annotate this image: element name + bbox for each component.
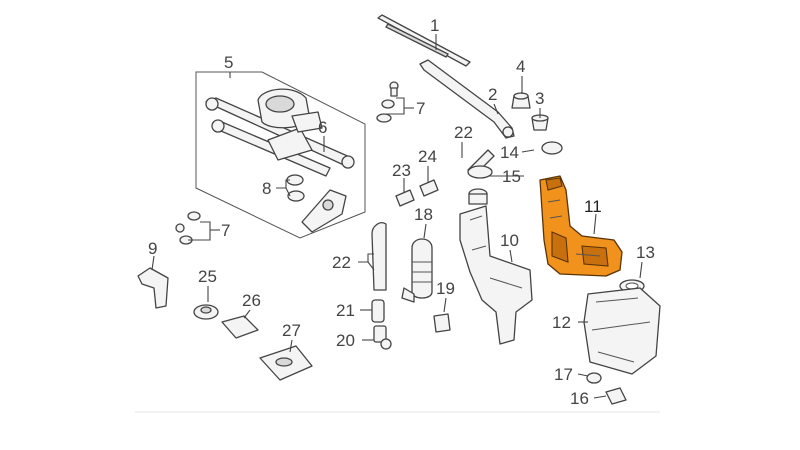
connector-21[interactable] — [371, 299, 385, 323]
wiper-blade[interactable] — [377, 14, 471, 67]
callout-16: 16 — [570, 389, 589, 408]
callout-labels: 1 2 3 4 5 6 7 7 8 9 10 11 12 13 14 15 16… — [148, 16, 655, 408]
bolt-set-lower[interactable] — [175, 211, 201, 245]
reservoir-lower[interactable] — [583, 287, 661, 375]
callout-7-upper: 7 — [416, 99, 425, 118]
arm-cap[interactable] — [511, 92, 531, 109]
callout-18: 18 — [414, 205, 433, 224]
callout-22-upper: 22 — [454, 123, 473, 142]
washer-nozzle[interactable] — [259, 345, 313, 381]
reservoir-cap-seal[interactable] — [467, 141, 563, 179]
callout-17: 17 — [554, 365, 573, 384]
callout-19: 19 — [436, 279, 455, 298]
callout-3: 3 — [535, 89, 544, 108]
bracket-9[interactable] — [137, 267, 169, 309]
linkage-assembly-box — [195, 71, 366, 239]
callout-10: 10 — [500, 231, 519, 250]
leader-lines — [151, 34, 643, 399]
callout-24: 24 — [418, 147, 437, 166]
hose-connector[interactable] — [419, 179, 439, 197]
fill-neck-seal[interactable] — [468, 188, 488, 205]
callout-8: 8 — [262, 179, 271, 198]
washer-reservoir[interactable] — [459, 205, 533, 345]
callout-2: 2 — [488, 85, 497, 104]
callout-22-lower: 22 — [332, 253, 351, 272]
callout-27: 27 — [282, 321, 301, 340]
callout-15: 15 — [502, 167, 521, 186]
pump-grommet[interactable] — [433, 313, 451, 333]
grommet-17[interactable] — [586, 372, 602, 384]
wiper-arm[interactable] — [419, 59, 515, 139]
callout-6: 6 — [318, 118, 327, 137]
bolt-set-upper[interactable] — [376, 81, 399, 123]
callout-13: 13 — [636, 243, 655, 262]
washer-fluid-reservoir-highlighted[interactable] — [539, 175, 623, 277]
check-valve[interactable] — [395, 189, 415, 207]
nozzle-clip[interactable] — [221, 315, 259, 339]
callout-23: 23 — [392, 161, 411, 180]
callout-1: 1 — [430, 16, 439, 35]
grommet-8[interactable] — [286, 174, 305, 202]
callout-5: 5 — [224, 53, 233, 72]
callout-21: 21 — [336, 301, 355, 320]
grommet-25[interactable] — [193, 304, 219, 320]
callout-12: 12 — [552, 313, 571, 332]
motor-bracket[interactable] — [301, 189, 347, 233]
washer-pump[interactable] — [401, 238, 433, 303]
wiper-motor[interactable] — [257, 88, 323, 133]
callout-11: 11 — [584, 197, 602, 216]
callout-26: 26 — [242, 291, 261, 310]
callout-25: 25 — [198, 267, 217, 286]
callout-14: 14 — [500, 143, 519, 162]
wiper-linkage[interactable] — [205, 97, 355, 177]
callout-20: 20 — [336, 331, 355, 350]
bolt-16[interactable] — [605, 387, 627, 405]
connector-20[interactable] — [373, 325, 392, 350]
callout-4: 4 — [516, 57, 525, 76]
callout-9: 9 — [148, 239, 157, 258]
callout-7-lower: 7 — [221, 221, 230, 240]
